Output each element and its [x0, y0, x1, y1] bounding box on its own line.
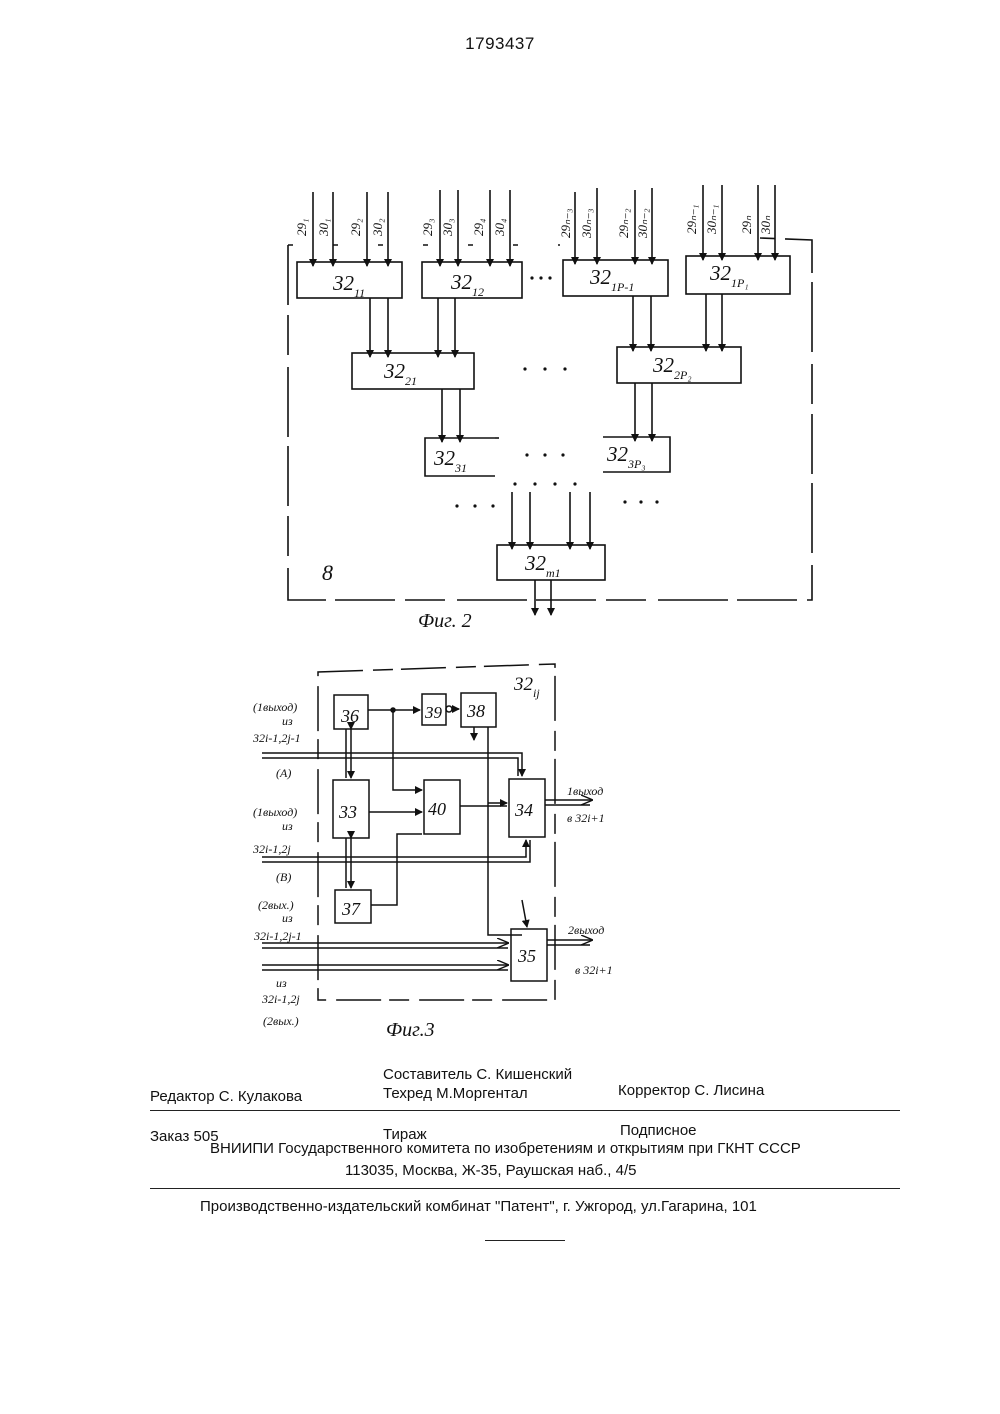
label-37: 37 — [341, 899, 361, 919]
svg-text:из: из — [276, 976, 287, 990]
editor-line: Редактор С. Кулакова — [150, 1088, 302, 1106]
order-line: Заказ 505 — [150, 1128, 219, 1146]
svg-text:в 32i+1: в 32i+1 — [575, 963, 613, 977]
svg-text:30ₙ: 30ₙ — [758, 215, 773, 235]
fig2-input-labels: 29₁ 30₁ 29₂ 30₂ 29₃ 30₃ 29₄ 30₄ 29ₙ₋₃ 30… — [294, 204, 773, 239]
svg-text:из: из — [282, 819, 293, 833]
label-39: 39 — [424, 703, 443, 722]
fig2-block-labels: 3211 3212 321P-1 321P₁ 3221 322P₂ 3231 3… — [322, 261, 749, 632]
label-32-1p-1: 321P-1 — [589, 265, 634, 294]
svg-text:(1выход): (1выход) — [253, 700, 297, 714]
input-label-1: (1выход) из 32i-1,2j-1 (A) — [252, 700, 301, 780]
input-label-2: (1выход) из 32i-1,2j (B) — [252, 805, 297, 884]
svg-text:30₃: 30₃ — [440, 218, 455, 237]
label-32-31: 3231 — [433, 446, 467, 475]
printer-line: Производственно-издательский комбинат "П… — [200, 1198, 757, 1216]
svg-text:из: из — [282, 911, 293, 925]
subscription-line: Подписное — [620, 1122, 697, 1140]
divider-bottom — [150, 1188, 900, 1189]
label-32-11: 3211 — [332, 271, 365, 300]
label-38: 38 — [466, 701, 485, 721]
svg-text:32i-1,2j-1: 32i-1,2j-1 — [253, 929, 302, 943]
svg-text:из: из — [282, 714, 293, 728]
svg-text:29ₙ₋₁: 29ₙ₋₁ — [684, 204, 699, 234]
corrector-line: Корректор С. Лисина — [618, 1082, 764, 1100]
svg-text:в 32i+1: в 32i+1 — [567, 811, 605, 825]
divider-short — [485, 1240, 565, 1241]
svg-text:30₂: 30₂ — [370, 218, 385, 237]
label-40: 40 — [428, 799, 446, 819]
label-32-2p2: 322P₂ — [652, 353, 692, 382]
label-32-3p3: 323P₃ — [606, 442, 646, 471]
input-label-4: из 32i-1,2j (2вых.) — [261, 976, 300, 1028]
svg-text:29₄: 29₄ — [471, 218, 486, 236]
divider-top — [150, 1110, 900, 1111]
svg-text:32i-1,2j: 32i-1,2j — [261, 992, 300, 1006]
svg-text:30ₙ₋₃: 30ₙ₋₃ — [579, 208, 594, 239]
svg-text:30₁: 30₁ — [316, 218, 331, 237]
output-label-2: 2выход в 32i+1 — [568, 923, 613, 977]
label-33: 33 — [338, 802, 357, 822]
institute-line: ВНИИПИ Государственного комитета по изоб… — [210, 1140, 801, 1158]
address-line: 113035, Москва, Ж-35, Раушская наб., 4/5 — [345, 1162, 637, 1180]
fig3-caption: Фиг.3 — [386, 1019, 435, 1041]
svg-text:29ₙ₋₃: 29ₙ₋₃ — [558, 208, 573, 238]
label-35: 35 — [517, 946, 536, 966]
frame-label-8: 8 — [322, 560, 333, 585]
label-34: 34 — [514, 800, 533, 820]
svg-text:30ₙ₋₂: 30ₙ₋₂ — [635, 208, 650, 239]
svg-text:29₂: 29₂ — [348, 218, 363, 236]
svg-text:(2вых.): (2вых.) — [258, 898, 294, 912]
svg-text:29₃: 29₃ — [420, 218, 435, 236]
techred-line: Техред М.Моргентал — [383, 1085, 528, 1103]
svg-text:(B): (B) — [276, 870, 291, 884]
compiler-line: Составитель С. Кишенский — [383, 1066, 572, 1084]
ellipsis-dots — [455, 276, 658, 507]
svg-text:29ₙ₋₂: 29ₙ₋₂ — [616, 208, 631, 238]
svg-text:30ₙ₋₁: 30ₙ₋₁ — [704, 204, 719, 235]
svg-text:2выход: 2выход — [568, 923, 604, 937]
svg-text:(1выход): (1выход) — [253, 805, 297, 819]
svg-text:(2вых.): (2вых.) — [263, 1014, 299, 1028]
label-32ij: 32ij — [513, 674, 540, 700]
svg-text:29₁: 29₁ — [294, 218, 309, 236]
figure-2 — [288, 185, 812, 615]
svg-text:(A): (A) — [276, 766, 291, 780]
fig2-caption: Фиг. 2 — [418, 610, 472, 632]
svg-text:29ₙ: 29ₙ — [739, 215, 754, 234]
label-32-m1: 32m1 — [524, 551, 561, 580]
label-32-12: 3212 — [450, 270, 484, 299]
label-32-21: 3221 — [383, 359, 417, 388]
svg-text:32i-1,2j: 32i-1,2j — [252, 842, 291, 856]
label-36: 36 — [340, 706, 359, 726]
svg-text:30₄: 30₄ — [492, 218, 507, 237]
svg-text:1выход: 1выход — [567, 784, 603, 798]
label-32-1p1: 321P₁ — [709, 261, 749, 290]
svg-text:32i-1,2j-1: 32i-1,2j-1 — [252, 731, 301, 745]
input-label-3: (2вых.) из 32i-1,2j-1 — [253, 898, 302, 943]
